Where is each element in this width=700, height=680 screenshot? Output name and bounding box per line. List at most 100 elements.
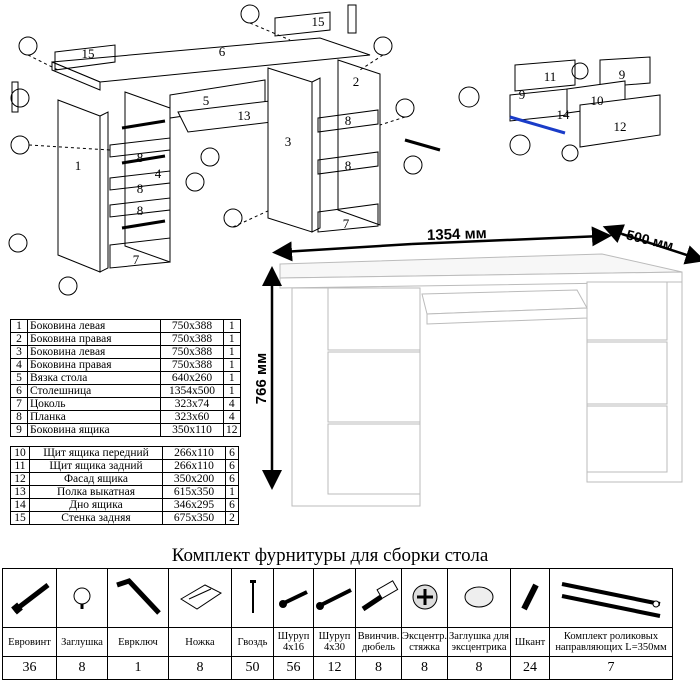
part-dimensions: 266x110 [162,446,226,460]
part-quantity: 6 [225,498,239,512]
part-quantity: 4 [223,397,241,411]
hardware-picture [510,568,550,628]
plug-icon [67,587,97,615]
hardware-quantity: 1 [107,656,169,680]
part-dimensions: 346x295 [162,498,226,512]
hardware-quantity: 8 [355,656,402,680]
part-label: 8 [137,203,144,218]
wood-dowel-icon [519,583,541,617]
part-name: Боковина левая [27,319,161,333]
hardware-label: Шуруп 4x30 [313,627,356,657]
part-name: Щит ящика задний [29,459,163,473]
part-label: 8 [345,113,352,128]
screw-short-icon [277,589,311,615]
desk-view [262,224,700,507]
hardware-title: Комплект фурнитуры для сборки стола [171,545,489,566]
hardware-picture [231,568,274,628]
part-label: 15 [312,14,325,29]
part-number: 7 [10,397,28,411]
drawer-label: 12 [614,119,627,134]
part-dimensions: 750x388 [160,319,224,333]
part-name: Боковина правая [27,358,161,372]
hardware-picture [2,568,57,628]
part-dimensions: 350x200 [162,472,226,486]
part-label: 4 [155,166,162,181]
part-number: 8 [10,410,28,424]
part-name: Стенка задняя [29,511,163,525]
part-label: 6 [219,44,226,59]
hardware-picture [107,568,169,628]
part-label: 13 [238,108,251,123]
hex-key-icon [111,577,165,622]
hardware-quantity: 36 [2,656,57,680]
drawer-diagram: 11 9 9 10 14 12 [458,56,661,162]
hardware-picture [549,568,673,628]
part-label: 8 [137,181,144,196]
part-dimensions: 640x260 [160,371,224,385]
hardware-label: Шуруп 4x16 [273,627,314,657]
hardware-label: Комплект роликовых направляющих L=350мм [549,627,673,657]
part-dimensions: 266x110 [162,459,226,473]
exploded-diagram: 15 6 15 2 1 5 13 3 8 8 8 8 4 8 7 7 [8,4,441,296]
height-dimension: 766 мм [253,352,271,405]
part-label: 2 [353,74,360,89]
part-quantity: 1 [223,371,241,385]
part-number: 9 [10,423,28,437]
hardware-label: Евровинт [2,627,57,657]
hardware-quantity: 24 [510,656,550,680]
drawer-label: 14 [557,107,571,122]
part-quantity: 6 [225,472,239,486]
cam-lock-icon [405,584,445,618]
part-name: Планка [27,410,161,424]
hardware-quantity: 8 [401,656,448,680]
hardware-label: Еврключ [107,627,169,657]
part-quantity: 4 [223,410,241,424]
part-dimensions: 750x388 [160,332,224,346]
part-dimensions: 350x110 [160,423,224,437]
part-number: 5 [10,371,28,385]
part-label: 7 [343,216,350,231]
hardware-picture [56,568,108,628]
hardware-picture [273,568,314,628]
part-number: 15 [10,511,30,525]
screw-long-icon [315,587,355,615]
hardware-quantity: 8 [447,656,511,680]
part-quantity: 6 [225,446,239,460]
hardware-quantity: 7 [549,656,673,680]
part-label: 8 [137,150,144,165]
part-number: 11 [10,459,30,473]
part-quantity: 1 [223,332,241,346]
part-dimensions: 750x388 [160,358,224,372]
part-name: Дно ящика [29,498,163,512]
part-number: 3 [10,345,28,359]
hardware-quantity: 50 [231,656,274,680]
part-number: 12 [10,472,30,486]
part-label: 5 [203,93,210,108]
hardware-picture [168,568,232,628]
hardware-picture [313,568,356,628]
part-dimensions: 615x350 [162,485,226,499]
part-name: Боковина правая [27,332,161,346]
part-quantity: 1 [223,384,241,398]
part-name: Цоколь [27,397,161,411]
part-name: Боковина левая [27,345,161,359]
part-dimensions: 323x74 [160,397,224,411]
part-name: Фасад ящика [29,472,163,486]
hardware-label: Гвоздь [231,627,274,657]
part-label: 1 [75,158,82,173]
part-number: 4 [10,358,28,372]
leg-icon [175,583,225,620]
hardware-label: Заглушка для эксцентрика [447,627,511,657]
part-number: 10 [10,446,30,460]
part-number: 13 [10,485,30,499]
drawer-label: 9 [619,67,626,82]
